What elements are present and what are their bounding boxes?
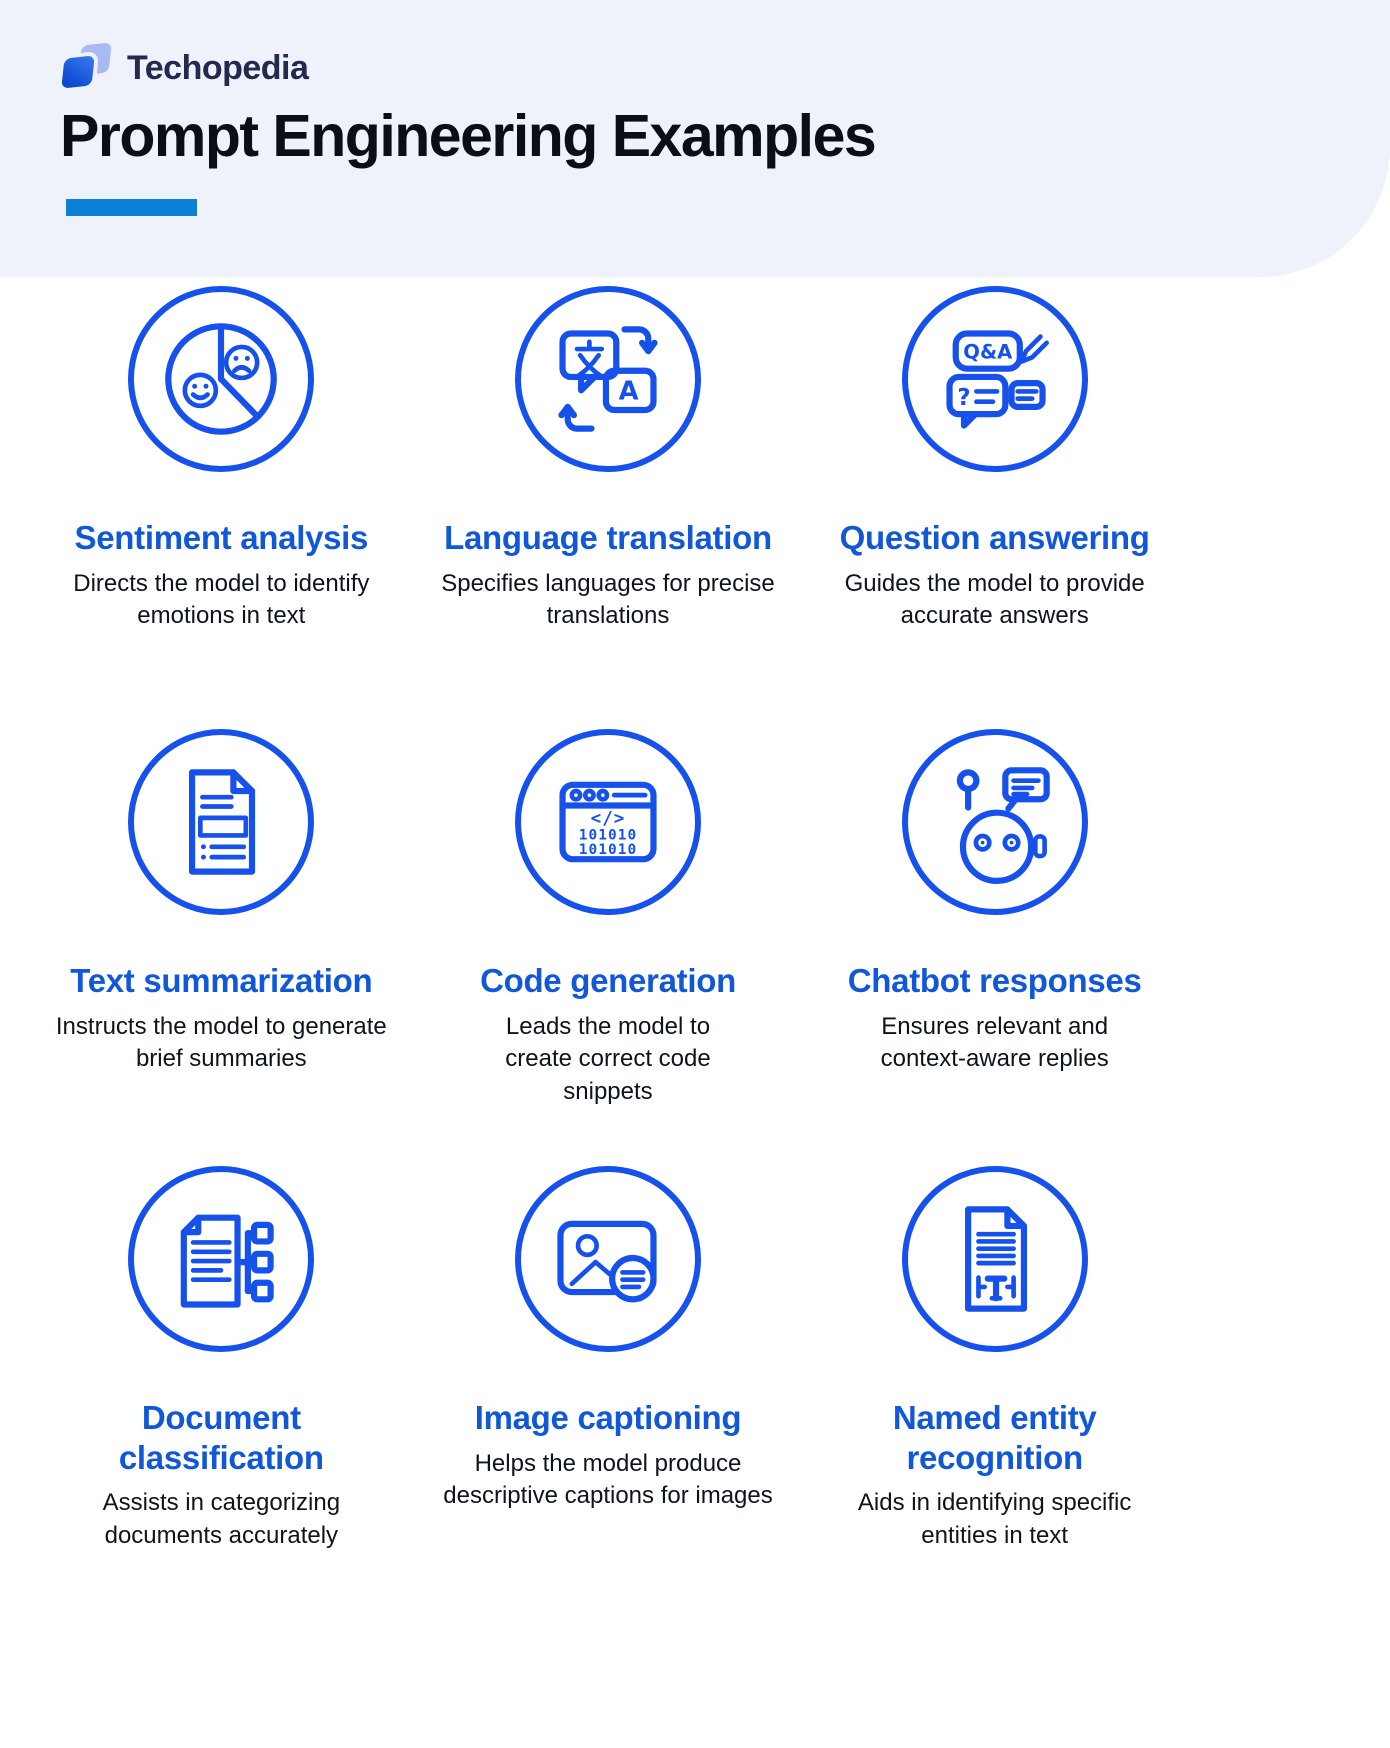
binary-glyph-1: 101010 [579,828,637,844]
header: Techopedia Prompt Engineering Examples [0,0,1390,277]
chatbot-icon [901,729,1088,915]
brand-name: Techopedia [127,48,309,87]
named-entity-recognition-icon [901,1166,1088,1352]
card-title: Question answering [839,519,1150,556]
card-description: Aids in identifying specific entities in… [857,1489,1132,1549]
letter-a-glyph: A [619,377,639,407]
image-captioning-icon [514,1166,701,1352]
card-description: Helps the model produce descriptive capt… [443,1449,773,1510]
card-description: Instructs the model to generate brief su… [55,1012,387,1073]
card-title: Language translation [444,519,772,556]
document-classification-icon [128,1166,315,1352]
card-description: Ensures relevant and context-aware repli… [880,1012,1109,1073]
card-question-answering: Q&A ? Question answering Guides the mode… [801,286,1188,729]
card-title: Sentiment analysis [74,519,369,556]
card-title: Code generation [480,962,736,999]
card-code-generation: </> 101010 101010 Code generation Leads … [415,729,802,1166]
card-named-entity-recognition: Named entity recognition Aids in identif… [801,1166,1188,1552]
card-description: Assists in categorizing documents accura… [102,1489,341,1549]
code-generation-icon: </> 101010 101010 [514,729,701,915]
question-answering-icon: Q&A ? [901,286,1088,472]
question-mark-glyph: ? [957,385,970,411]
card-document-classification: Document classification Assists in categ… [28,1166,415,1552]
logo-square-blue [61,55,95,89]
sentiment-pie-icon [128,286,315,472]
card-description: Directs the model to identify emotions i… [73,569,370,630]
card-title: Named entity recognition [892,1399,1097,1476]
examples-grid: Sentiment analysis Directs the model to … [28,286,1188,1552]
card-chatbot-responses: Chatbot responses Ensures relevant and c… [801,729,1188,1166]
card-image-captioning: Image captioning Helps the model produce… [415,1166,802,1552]
page-title: Prompt Engineering Examples [60,103,877,169]
qa-glyph: Q&A [963,340,1013,363]
card-language-translation: A Language translation Specifies languag… [415,286,802,729]
card-title: Image captioning [474,1399,742,1436]
title-accent-bar [66,199,197,216]
card-description: Leads the model to create correct code s… [505,1012,711,1105]
card-title: Text summarization [70,962,373,999]
brand: Techopedia [61,42,309,92]
card-text-summarization: Text summarization Instructs the model t… [28,729,415,1166]
text-summarization-icon [128,729,315,915]
code-tag-glyph: </> [591,809,626,829]
techopedia-logo-icon [61,42,113,92]
card-title: Chatbot responses [847,962,1142,999]
language-translation-icon: A [514,286,701,472]
card-description: Specifies languages for precise translat… [441,569,775,630]
card-description: Guides the model to provide accurate ans… [844,569,1145,630]
card-title: Document classification [118,1399,324,1476]
card-sentiment-analysis: Sentiment analysis Directs the model to … [28,286,415,729]
binary-glyph-2: 101010 [579,842,637,858]
